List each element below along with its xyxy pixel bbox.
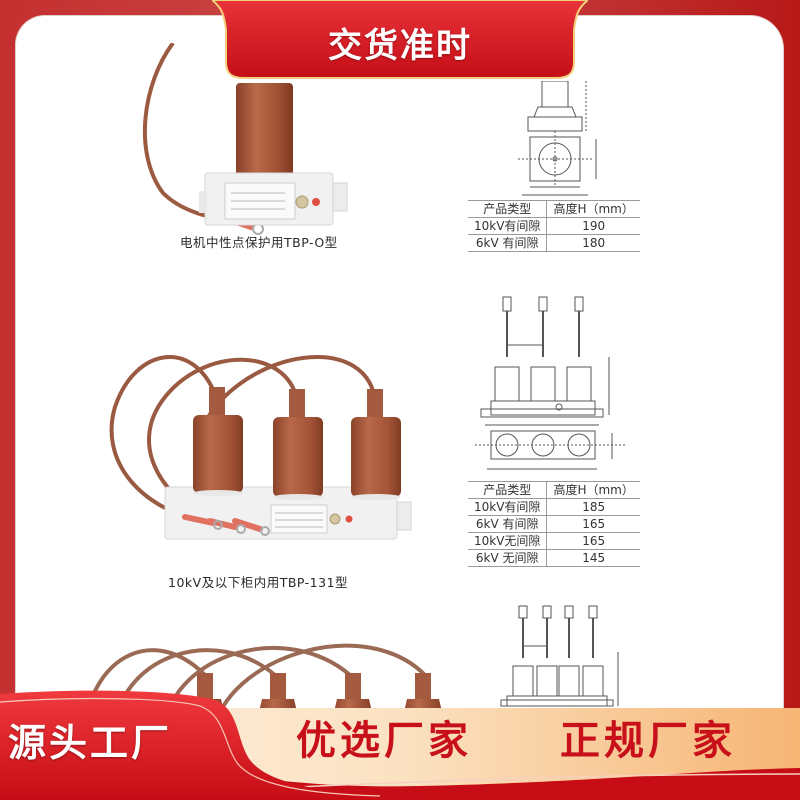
header-height: 高度H（mm） [546,481,640,499]
header-height: 高度H（mm） [546,200,640,218]
table-row: 10kV无间隙 165 [468,532,640,550]
table-row: 6kV 无间隙 145 [468,549,640,567]
cell-height: 145 [546,549,640,567]
table-row: 6kV 有间隙 165 [468,515,640,533]
bottom-banner: 源头工厂 优选厂家 正规厂家 [0,690,800,800]
product-photo-tbp-131 [105,337,425,547]
product-photo-tbp-o [133,41,373,243]
technical-drawing-tbp-131 [467,287,637,477]
product-caption-tbp-131: 10kV及以下柜内用TBP-131型 [168,575,349,590]
cell-height: 165 [546,532,640,550]
source-factory-label: 源头工厂 [8,721,173,765]
cell-height: 185 [546,498,640,516]
table-header-row: 产品类型 高度H（mm） [468,200,640,218]
top-banner: 交货准时 [212,0,588,82]
header-product-type: 产品类型 [468,200,548,218]
content-panel: 电机中性点保护用TBP-O型 产品类型 高度H（mm） 10kV有间隙 190 [15,15,784,800]
table-row: 10kV有间隙 190 [468,217,640,235]
table-row: 10kV有间隙 185 [468,498,640,516]
cell-type: 6kV 无间隙 [468,549,548,567]
product-caption-tbp-o: 电机中性点保护用TBP-O型 [180,235,338,250]
header-product-type: 产品类型 [468,481,548,499]
cell-type: 10kV有间隙 [468,217,548,235]
cell-height: 190 [546,217,640,235]
cell-type: 6kV 有间隙 [468,515,548,533]
slogan-preferred-manufacturer: 优选厂家 [296,718,472,764]
spec-table-tbp-131: 产品类型 高度H（mm） 10kV有间隙 185 6kV 有间隙 165 10k… [468,481,640,567]
cell-type: 10kV有间隙 [468,498,548,516]
cell-type: 10kV无间隙 [468,532,548,550]
cell-height: 180 [546,234,640,252]
spec-table-tbp-o: 产品类型 高度H（mm） 10kV有间隙 190 6kV 有间隙 180 [468,200,640,252]
table-row: 6kV 有间隙 180 [468,234,640,252]
technical-drawing-tbp-o [500,80,630,201]
banner-title: 交货准时 [328,26,472,66]
cell-type: 6kV 有间隙 [468,234,548,252]
slogan-regular-manufacturer: 正规厂家 [560,718,736,764]
cell-height: 165 [546,515,640,533]
table-header-row: 产品类型 高度H（mm） [468,481,640,499]
